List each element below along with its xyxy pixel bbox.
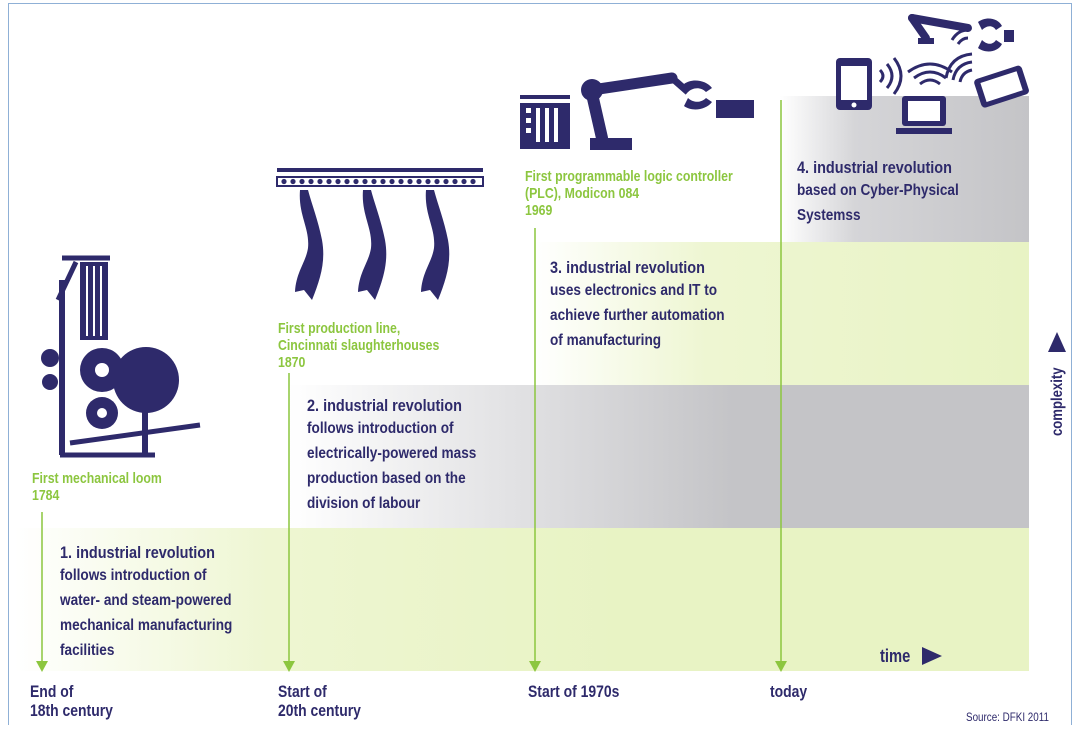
- revolution-line: achieve further automation: [550, 307, 725, 324]
- era-line: End of: [30, 682, 74, 701]
- revolution-line: based on Cyber-Physical: [797, 182, 959, 199]
- revolution-line: of manufacturing: [550, 332, 662, 349]
- step-band-2-gray: [288, 385, 1029, 528]
- milestone-line: Cincinnati slaughterhouses: [278, 337, 440, 354]
- plc-robot-arm-icon: [520, 72, 754, 150]
- timeline-arrow-today: [775, 100, 787, 672]
- milestone-line: First mechanical loom: [32, 470, 162, 487]
- revolution-2-text: 2. industrial revolution follows introdu…: [307, 396, 506, 516]
- era-line: 18th century: [30, 701, 113, 720]
- revolution-line: facilities: [60, 642, 115, 659]
- mechanical-loom-icon: [41, 255, 201, 458]
- era-line: Start of: [278, 682, 327, 701]
- time-axis-label: time: [880, 646, 911, 666]
- era-line: 20th century: [278, 701, 361, 720]
- revolution-4-text: 4. industrial revolution based on Cyber-…: [797, 158, 987, 228]
- milestone-line: First production line,: [278, 320, 401, 337]
- milestone-label-plc: First programmable logic controller (PLC…: [525, 168, 778, 219]
- milestone-label-loom: First mechanical loom 1784: [32, 470, 190, 504]
- revolution-line: water- and steam-powered: [60, 592, 232, 609]
- revolution-line: mechanical manufacturing: [60, 617, 233, 634]
- milestone-year: 1784: [32, 487, 60, 504]
- revolution-3-text: 3. industrial revolution uses electronic…: [550, 258, 755, 353]
- cyber-physical-devices-icon: [836, 14, 1029, 134]
- complexity-arrow-icon: [1048, 332, 1066, 352]
- timeline-arrow-1784: [36, 512, 48, 672]
- revolution-line: follows introduction of: [60, 567, 207, 584]
- era-line: Start of 1970s: [528, 682, 620, 701]
- milestone-year: 1969: [525, 202, 553, 219]
- complexity-axis-label: complexity: [1049, 367, 1066, 436]
- revolution-line: production based on the: [307, 470, 466, 487]
- timeline-arrow-1969: [529, 228, 541, 672]
- revolution-title: 3. industrial revolution: [550, 258, 705, 277]
- era-line: today: [770, 682, 808, 701]
- revolution-1-text: 1. industrial revolution follows introdu…: [60, 543, 263, 663]
- time-arrow-icon: [922, 647, 942, 665]
- revolution-line: division of labour: [307, 495, 421, 512]
- revolution-title: 2. industrial revolution: [307, 396, 462, 415]
- era-label-today: today: [770, 682, 815, 701]
- milestone-year: 1870: [278, 354, 306, 371]
- revolution-title: 1. industrial revolution: [60, 543, 215, 562]
- diagram-frame: [8, 3, 1072, 725]
- milestone-label-production-line: First production line, Cincinnati slaugh…: [278, 320, 475, 371]
- era-label-start-20th: Start of 20th century: [278, 682, 379, 720]
- revolution-title: 4. industrial revolution: [797, 158, 952, 177]
- revolution-line: electrically-powered mass: [307, 445, 477, 462]
- revolution-line: uses electronics and IT to: [550, 282, 718, 299]
- timeline-arrow-1870: [283, 373, 295, 672]
- revolution-line: follows introduction of: [307, 420, 454, 437]
- milestone-line: First programmable logic controller: [525, 168, 733, 185]
- step-band-1-green: [15, 528, 1029, 671]
- era-label-1970s: Start of 1970s: [528, 682, 640, 701]
- revolution-line: Systemss: [797, 207, 861, 224]
- era-label-end-18th: End of 18th century: [30, 682, 131, 720]
- slaughterhouse-line-icon: [276, 168, 484, 300]
- milestone-line: (PLC), Modicon 084: [525, 185, 640, 202]
- source-credit: Source: DFKI 2011: [966, 710, 1049, 724]
